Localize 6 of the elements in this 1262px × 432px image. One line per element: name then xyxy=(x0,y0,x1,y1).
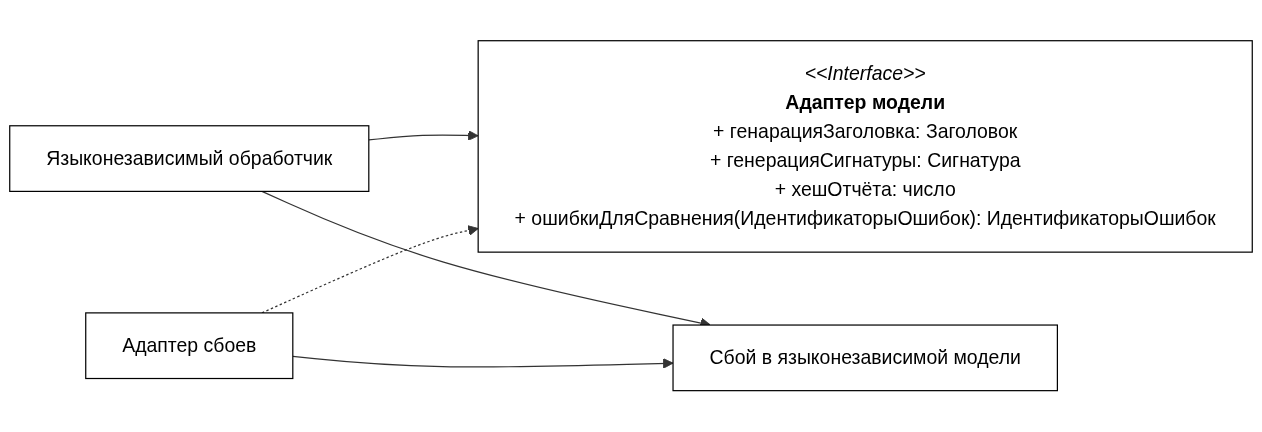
node-box: <<Interface>> Адаптер модели + генарацияЗаголовка: Заголовок + генерацияСигнатуры: Сигнатура + хешОтчёта: число + ошибкиДляСравнения(ИдентификаторыОшибок): ИдентификаторыОшибок xyxy=(477,40,1253,254)
node-box: Языконезависимый обработчик xyxy=(9,125,370,193)
arrow xyxy=(292,356,674,370)
arrow xyxy=(368,130,479,142)
node-box: Сбой в языконезависимой модели xyxy=(672,324,1058,392)
node-box: Адаптер сбоев xyxy=(85,312,294,380)
